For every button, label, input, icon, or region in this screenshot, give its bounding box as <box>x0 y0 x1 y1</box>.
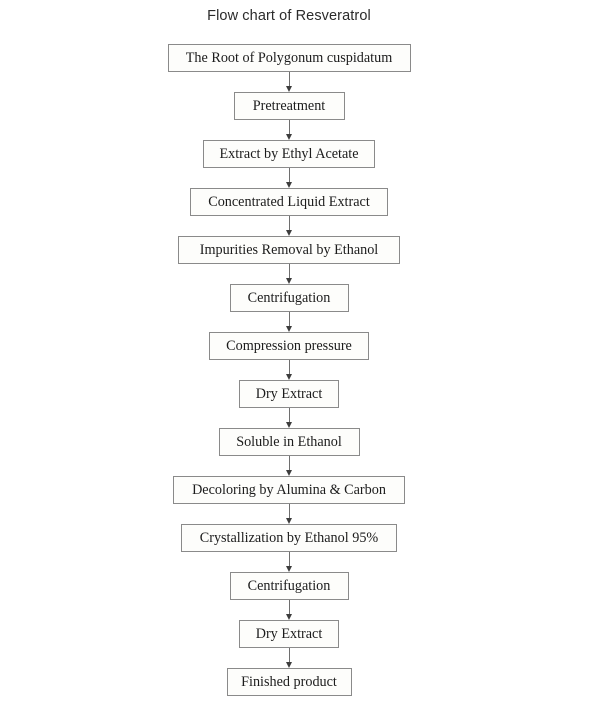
arrow-down-icon <box>283 264 296 284</box>
arrow-down-icon <box>283 408 296 428</box>
arrow-head <box>285 374 292 380</box>
flow-node: Soluble in Ethanol <box>218 428 360 456</box>
flow-node: Pretreatment <box>233 92 345 120</box>
arrow-head <box>285 518 292 524</box>
flow-node: Dry Extract <box>239 620 339 648</box>
flow-node: Centrifugation <box>229 284 349 312</box>
flow-node: The Root of Polygonum cuspidatum <box>167 44 411 72</box>
flow-node: Concentrated Liquid Extract <box>190 188 388 216</box>
connector-line <box>288 408 290 424</box>
connector-line <box>288 120 290 136</box>
arrow-head <box>285 326 292 332</box>
page-title: Flow chart of Resveratrol <box>207 8 371 24</box>
connector-line <box>288 216 290 232</box>
arrow-head <box>285 662 292 668</box>
arrow-head <box>285 278 292 284</box>
flow-node: Compression pressure <box>209 332 369 360</box>
connector-line <box>288 72 290 88</box>
flow-node: Centrifugation <box>229 572 349 600</box>
arrow-down-icon <box>283 504 296 524</box>
connector-line <box>288 552 290 568</box>
connector-line <box>288 648 290 664</box>
connector-line <box>288 168 290 184</box>
arrow-down-icon <box>283 120 296 140</box>
flow-node: Extract by Ethyl Acetate <box>203 140 375 168</box>
arrow-head <box>285 230 292 236</box>
connector-line <box>288 600 290 616</box>
connector-line <box>288 456 290 472</box>
flow-node: Dry Extract <box>239 380 339 408</box>
flow-node: Impurities Removal by Ethanol <box>178 236 400 264</box>
arrow-down-icon <box>283 648 296 668</box>
flow-node: Crystallization by Ethanol 95% <box>181 524 397 552</box>
arrow-down-icon <box>283 360 296 380</box>
arrow-head <box>285 566 292 572</box>
connector-line <box>288 360 290 376</box>
arrow-down-icon <box>283 600 296 620</box>
arrow-down-icon <box>283 312 296 332</box>
arrow-head <box>285 614 292 620</box>
arrow-head <box>285 470 292 476</box>
arrow-head <box>285 134 292 140</box>
arrow-head <box>285 86 292 92</box>
arrow-head <box>285 422 292 428</box>
arrow-down-icon <box>283 72 296 92</box>
connector-line <box>288 504 290 520</box>
arrow-down-icon <box>283 456 296 476</box>
arrow-down-icon <box>283 216 296 236</box>
arrow-head <box>285 182 292 188</box>
arrow-down-icon <box>283 552 296 572</box>
arrow-down-icon <box>283 168 296 188</box>
connector-line <box>288 312 290 328</box>
connector-line <box>288 264 290 280</box>
flow-node: Decoloring by Alumina & Carbon <box>173 476 405 504</box>
flow-node: Finished product <box>226 668 352 696</box>
